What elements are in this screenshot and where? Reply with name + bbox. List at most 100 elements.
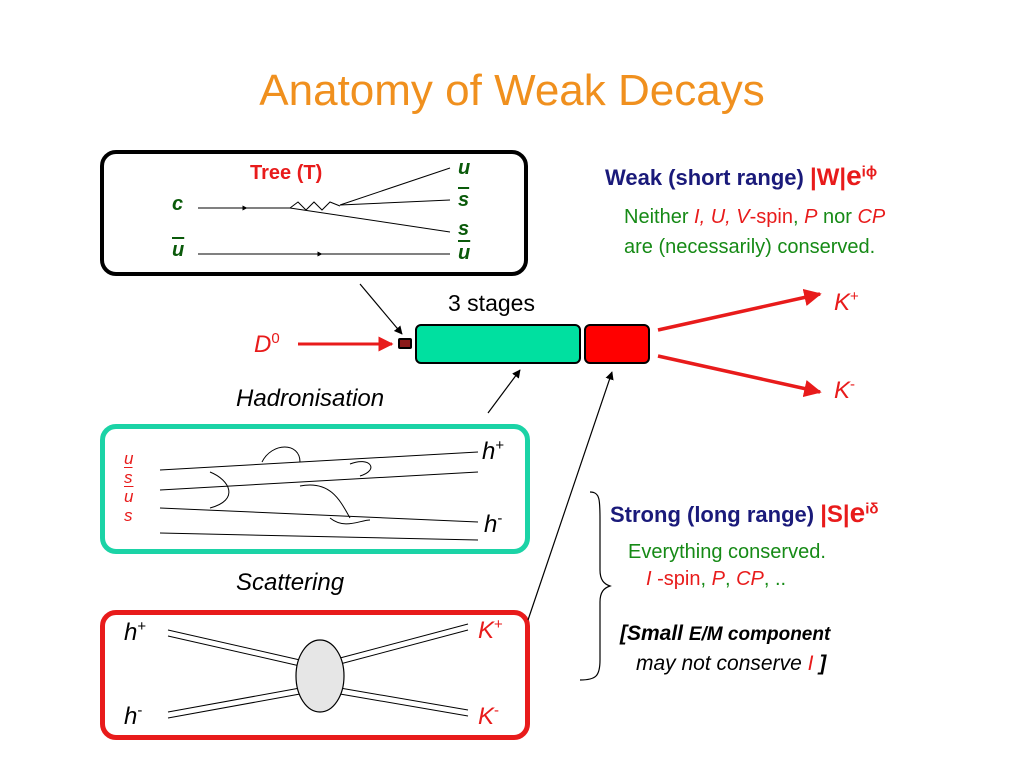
weak-cp: CP <box>857 206 886 228</box>
scattering-blob <box>295 639 345 713</box>
scattering-label: Scattering <box>236 569 345 596</box>
quark-ubar: u <box>172 239 185 261</box>
hadron-hminus-charge: - <box>497 510 503 527</box>
scat-in-1a <box>167 629 301 661</box>
had-gluon-4 <box>329 517 371 525</box>
hadron-hminus-label: h- <box>484 510 502 539</box>
scatter-hplus-charge: + <box>137 618 147 635</box>
d0-charge: 0 <box>271 330 280 347</box>
scatter-kminus-symbol: K <box>478 703 495 730</box>
hadron-quark-u: u <box>124 449 134 468</box>
scatter-kplus-label: K+ <box>478 616 503 645</box>
hadronisation-stage-bar <box>415 324 581 364</box>
scattering-to-stage-arrow <box>527 371 614 621</box>
scatter-kplus-charge: + <box>494 616 503 633</box>
hadron-quark-sbar: s <box>124 468 133 487</box>
had-gluon-1 <box>209 471 230 509</box>
hadronisation-feynman-lines <box>159 446 479 541</box>
tree-sbar-line <box>339 199 451 206</box>
scat-in-2b <box>167 693 301 719</box>
scattering-box <box>100 610 530 740</box>
had-line-2 <box>159 471 479 491</box>
scatter-hminus-label: h- <box>124 702 142 731</box>
scatter-kplus-symbol: K <box>478 617 495 644</box>
scat-in-1b <box>167 635 301 667</box>
d0-label: D0 <box>254 330 280 359</box>
hadron-hminus-symbol: h <box>484 511 498 538</box>
strong-brace <box>579 491 612 681</box>
hadronisation-box <box>100 424 530 554</box>
kminus-label: K- <box>834 376 855 405</box>
strong-note-conserve: may not conserve <box>636 652 808 675</box>
scatter-kminus-charge: - <box>494 702 500 719</box>
kminus-arrow <box>657 354 822 398</box>
kplus-symbol: K <box>834 289 851 316</box>
strong-note-em: E/M component <box>688 624 831 645</box>
strong-ellipsis: , .. <box>763 568 787 590</box>
scattering-stage-bar <box>584 324 650 364</box>
kplus-arrow <box>657 288 822 332</box>
weak-heading-text: Weak (short range) <box>605 165 810 190</box>
tree-feynman-lines <box>198 167 451 257</box>
tree-w-boson <box>289 201 341 211</box>
weak-stage-bar <box>398 338 412 349</box>
scatter-hminus-symbol: h <box>124 703 138 730</box>
page-title: Anatomy of Weak Decays <box>259 66 765 115</box>
strong-exp-base: e <box>849 497 866 528</box>
hadron-hplus-symbol: h <box>482 438 496 465</box>
scat-out-2a <box>339 687 469 711</box>
weak-comma: , <box>792 206 805 228</box>
hadron-quark-s: s <box>124 506 133 525</box>
weak-phase: iϕ <box>861 163 878 181</box>
scattering-feynman-lines <box>167 623 469 719</box>
kplus-label: K+ <box>834 288 859 317</box>
strong-heading-text: Strong (long range) <box>610 502 821 527</box>
weak-line-1: Neither I, U, V-spin, P nor CP <box>624 206 885 229</box>
strong-note-2: may not conserve I ] <box>636 652 826 676</box>
strong-cp: CP <box>736 568 764 590</box>
hadronisation-to-stage-arrow <box>487 369 521 414</box>
weak-line-2: are (necessarily) conserved. <box>624 236 876 258</box>
tree-diagram-box <box>100 150 528 276</box>
hadron-quark-list: u s u s <box>124 449 133 525</box>
d0-symbol: D <box>254 331 272 358</box>
strong-line-1: Everything conserved. <box>628 541 826 563</box>
had-gluon-loop-1 <box>261 446 301 463</box>
strong-note-i: I <box>807 652 814 675</box>
hadron-quark-ubar: u <box>124 487 134 506</box>
quark-c: c <box>172 193 184 215</box>
strong-note-bracket: ] <box>813 652 827 675</box>
strong-comma-2: , <box>724 568 737 590</box>
scat-in-2a <box>167 687 301 713</box>
had-gluon-2 <box>299 484 351 519</box>
quark-s-out: s <box>458 218 470 240</box>
weak-heading: Weak (short range) |W|eiϕ <box>605 160 877 192</box>
quark-u-out: u <box>458 157 471 179</box>
scatter-hminus-charge: - <box>137 702 143 719</box>
had-line-3 <box>159 507 479 523</box>
stages-label: 3 stages <box>448 290 535 316</box>
strong-amplitude: |S| <box>820 501 850 528</box>
kplus-charge: + <box>850 288 859 305</box>
tree-s-line <box>289 207 451 233</box>
weak-neither: Neither <box>624 206 695 228</box>
strong-note-1: [Small E/M component <box>620 622 830 646</box>
kminus-charge: - <box>850 376 856 393</box>
hadron-hplus-charge: + <box>495 437 505 454</box>
quark-sbar-out: s <box>458 189 470 211</box>
strong-line-2: I -spin, P, CP, .. <box>646 568 786 591</box>
scatter-hplus-symbol: h <box>124 619 138 646</box>
weak-nor: nor <box>817 206 858 228</box>
weak-p: P <box>804 206 818 228</box>
strong-p: P <box>711 568 725 590</box>
scat-out-2b <box>339 693 469 717</box>
had-line-1 <box>159 451 479 471</box>
tree-to-stage-arrow <box>359 283 403 335</box>
hadron-hplus-label: h+ <box>482 437 504 466</box>
strong-heading: Strong (long range) |S|eiδ <box>610 497 878 529</box>
weak-exp-base: e <box>846 160 862 191</box>
scat-out-1a <box>339 623 469 659</box>
weak-spin: -spin <box>749 206 793 228</box>
quark-ubar-out: u <box>458 242 471 264</box>
